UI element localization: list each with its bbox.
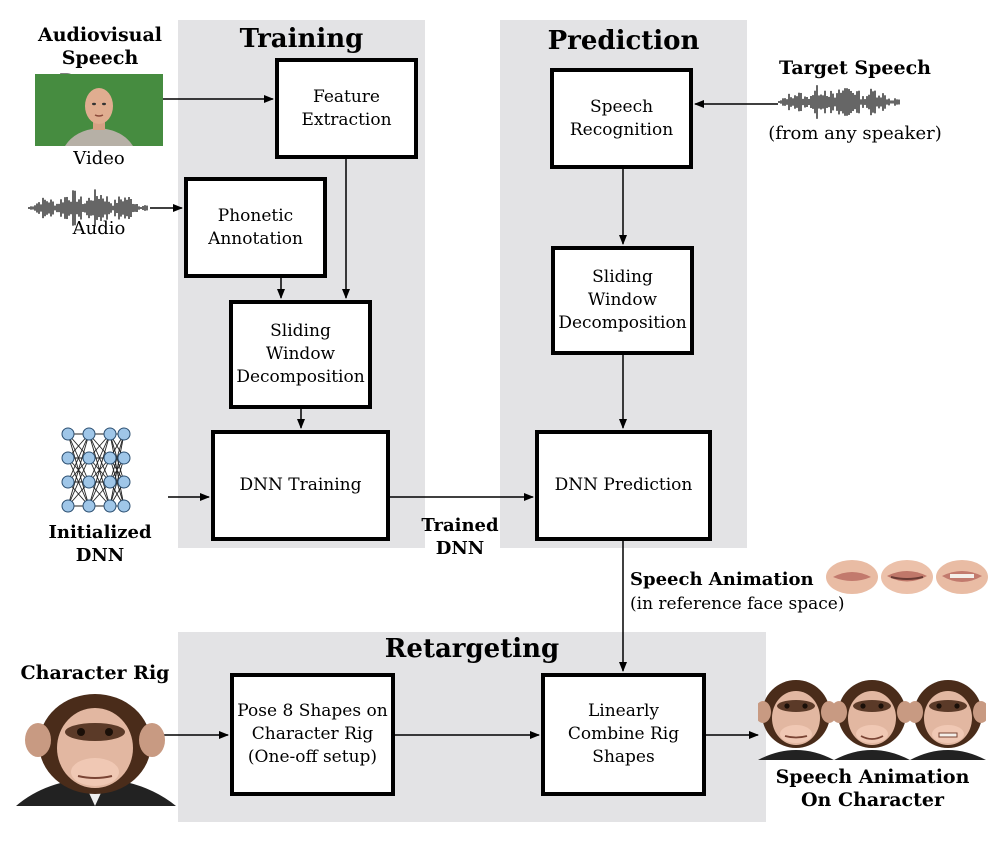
feature-extraction-label: Feature Extraction [301,86,392,130]
sliding-window-pred-box: Sliding Window Decomposition [551,246,694,355]
dnn-prediction-label: DNN Prediction [554,475,693,495]
audio-label: Audio [72,218,126,239]
character-rig-icon [16,694,176,806]
trained-dnn-label: Trained DNN [421,515,499,559]
speech-animation-label: Speech Animation [630,569,814,590]
phonetic-annotation-label: Phonetic Annotation [208,205,303,249]
retargeting-title: Retargeting [384,634,560,664]
sliding-window-pred-label: Sliding Window Decomposition [558,267,687,333]
linear-combine-label: Linearly Combine Rig Shapes [567,701,680,767]
speech-animation-character-label: Speech Animation On Character [775,766,970,811]
sliding-window-train-box: Sliding Window Decomposition [229,300,372,409]
initialized-dnn-label: Initialized DNN [48,522,152,566]
phonetic-annotation-box: Phonetic Annotation [184,177,327,278]
target-speech-label: Target Speech [779,57,931,79]
audio-waveform-icon [28,189,148,227]
dnn-training-box: DNN Training [211,430,390,541]
linear-combine-box: Linearly Combine Rig Shapes [541,673,706,796]
reference-mouths-icon [826,560,988,594]
from-any-speaker-label: (from any speaker) [768,123,942,144]
pose-shapes-label: Pose 8 Shapes on Character Rig (One-off … [237,701,388,767]
dnn-training-label: DNN Training [239,475,362,495]
character-animation-output-icon [758,680,986,760]
video-label: Video [73,148,125,169]
training-title: Training [239,24,364,54]
feature-extraction-box: Feature Extraction [275,58,418,159]
target-speech-waveform-icon [778,85,900,119]
dnn-prediction-box: DNN Prediction [535,430,712,541]
reference-face-space-label: (in reference face space) [630,594,845,614]
character-rig-label: Character Rig [20,662,170,684]
pose-shapes-box: Pose 8 Shapes on Character Rig (One-off … [230,673,395,796]
prediction-title: Prediction [547,26,700,56]
sliding-window-train-label: Sliding Window Decomposition [236,321,365,387]
speech-recognition-box: Speech Recognition [550,68,693,169]
neural-network-icon [61,427,131,513]
speech-recognition-label: Speech Recognition [569,96,674,140]
video-thumbnail-icon [35,74,163,146]
